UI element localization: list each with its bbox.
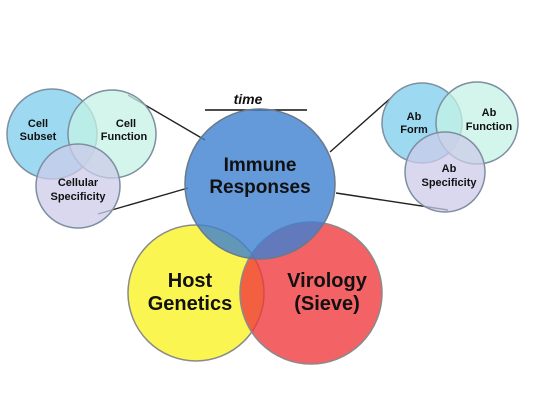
connector-line-ab-top [329, 95, 394, 153]
virology-sieve-label-line1: Virology [287, 270, 368, 292]
cell-cluster: Cell Subset Cell Function Cellular Speci… [6, 88, 157, 229]
ab-specificity-label-line1: Ab [442, 163, 457, 175]
immune-responses-circle [184, 108, 336, 260]
host-genetics-label-line1: Host [168, 270, 213, 292]
virology-sieve-label-line2: (Sieve) [294, 293, 360, 315]
ab-function-label-line2: Function [466, 121, 513, 133]
ab-form-label-line1: Ab [407, 111, 422, 123]
ab-specificity-circle [404, 131, 486, 213]
cell-subset-label-line1: Cell [28, 118, 48, 130]
ab-cluster: Ab Form Ab Function Ab Specificity [381, 81, 519, 213]
cell-subset-label-line2: Subset [20, 131, 57, 143]
main-venn: Immune Responses Host Genetics Virology … [127, 108, 383, 365]
immune-responses-label-line1: Immune [224, 155, 297, 176]
ab-function-label-line1: Ab [482, 107, 497, 119]
host-genetics-label-line2: Genetics [148, 293, 232, 315]
cellular-specificity-label-line1: Cellular [58, 177, 99, 189]
cellular-specificity-circle [35, 143, 121, 229]
time-label: time [234, 91, 263, 107]
cell-function-label-line1: Cell [116, 118, 136, 130]
ab-specificity-label-line2: Specificity [421, 177, 477, 189]
ab-form-label-line2: Form [400, 124, 428, 136]
cellular-specificity-label-line2: Specificity [50, 191, 106, 203]
cell-function-label-line2: Function [101, 131, 148, 143]
immune-responses-label-line2: Responses [209, 177, 310, 198]
